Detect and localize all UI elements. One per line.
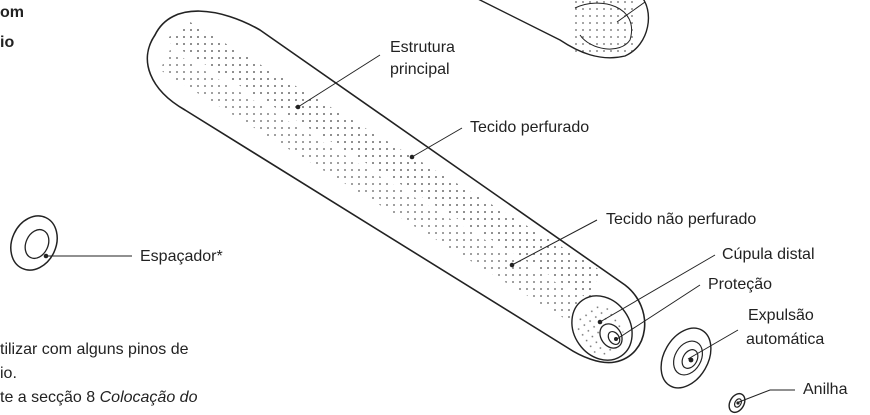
label-non-perforated: Tecido não perfurado (606, 211, 756, 228)
label-perforated: Tecido perfurado (470, 119, 589, 136)
label-auto-eject-1: Expulsão (748, 307, 814, 324)
label-washer: Anilha (803, 381, 848, 398)
footnote-line2: io. (0, 365, 17, 382)
leader-lines (46, 54, 795, 403)
leader-washer (738, 389, 795, 403)
footnote-line1: tilizar com alguns pinos de (0, 341, 189, 358)
left-fragment-line1: om (0, 4, 24, 21)
footnote-line3: te a secção 8 Colocação do (0, 388, 197, 408)
label-spacer: Espaçador* (140, 248, 223, 265)
main-tube (146, 10, 646, 364)
footnote-line3-italic: Colocação do (99, 389, 198, 406)
label-distal-dome: Cúpula distal (722, 246, 815, 263)
left-fragment-line2: io (0, 34, 15, 51)
label-auto-eject-2: automática (746, 331, 824, 348)
spacer-part (10, 215, 58, 271)
secondary-tube (478, 0, 650, 59)
leader-distal-dome (599, 254, 716, 323)
leader-protection (616, 284, 701, 340)
washer-part (728, 392, 746, 414)
auto-eject-part (660, 327, 712, 389)
leader-main-frame (297, 54, 381, 108)
leader-auto-eject (687, 329, 739, 360)
label-main-frame-2: principal (390, 61, 450, 78)
anchor-dots (43, 104, 603, 325)
label-protection: Proteção (708, 276, 772, 293)
footnote-line3-prefix: te a secção 8 (0, 389, 100, 406)
leader-non-perforated (511, 219, 598, 266)
leader-perforated (411, 127, 463, 158)
label-main-frame-1: Estrutura (390, 39, 455, 56)
